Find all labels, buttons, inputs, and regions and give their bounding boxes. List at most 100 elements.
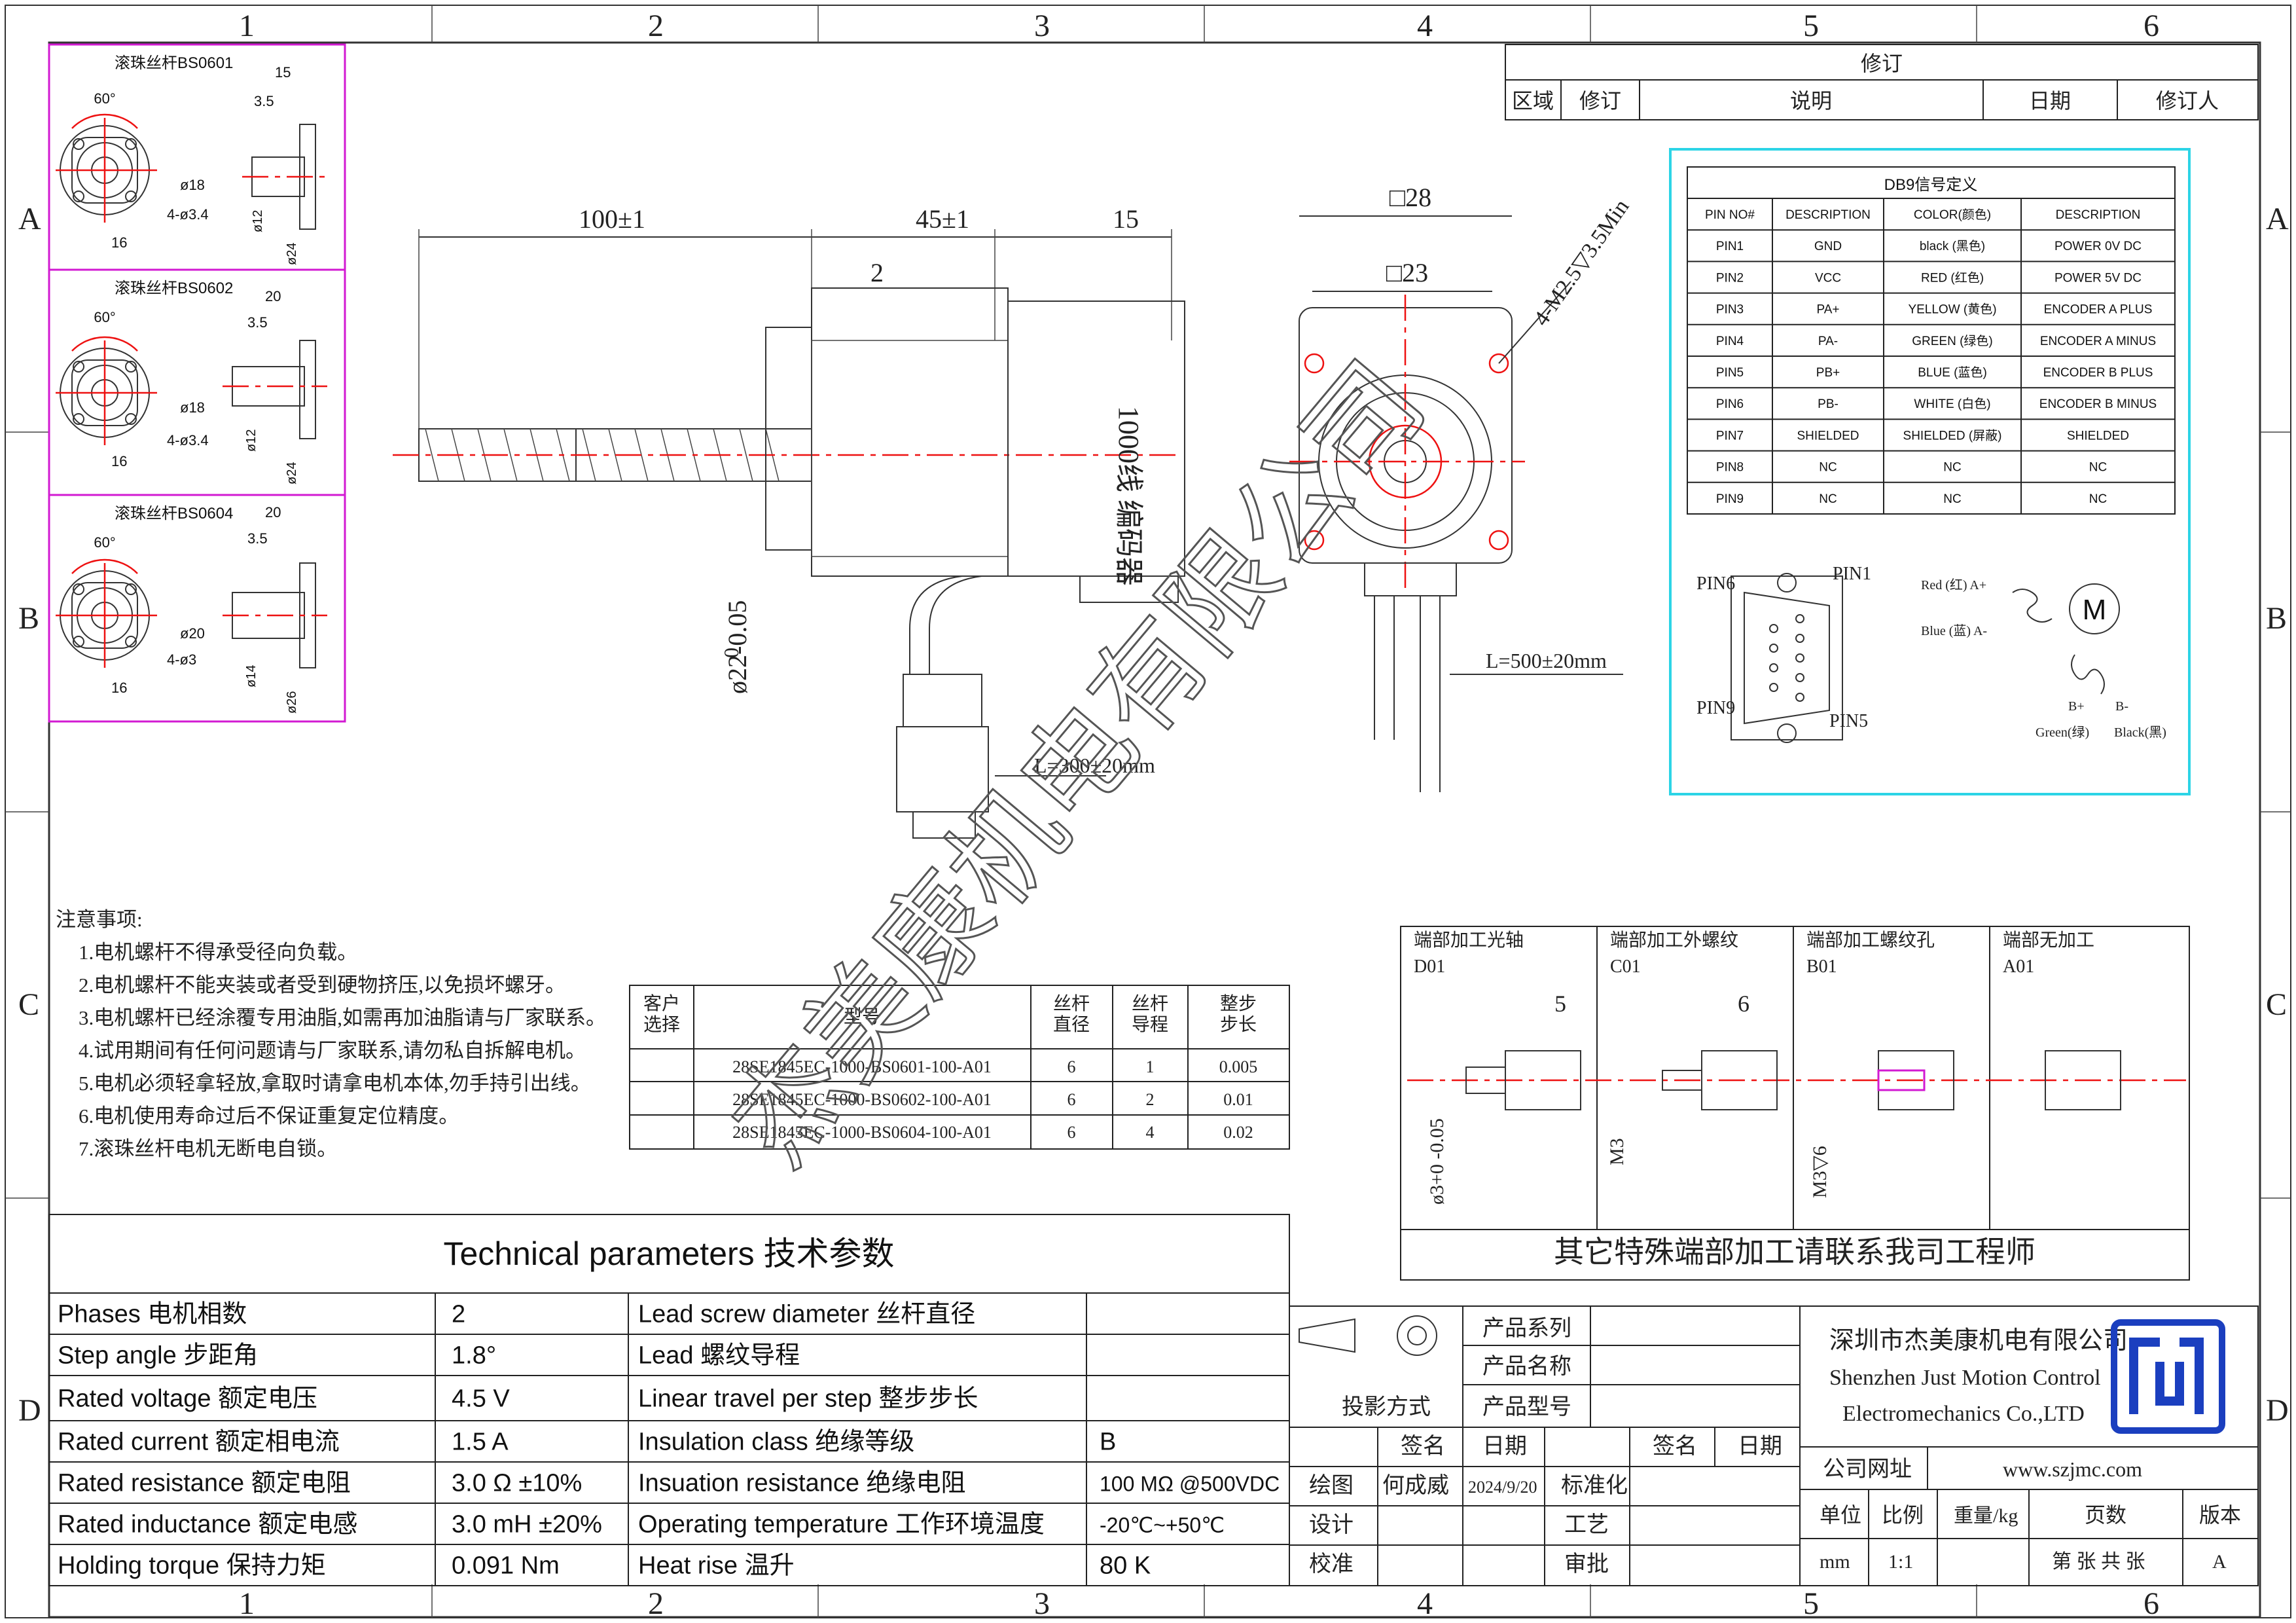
variant-angle: 60° (94, 309, 115, 325)
end-machining-footer: 其它特殊端部加工请联系我司工程师 (1554, 1235, 2036, 1269)
db9-cell: POWER 0V DC (2054, 240, 2142, 253)
db9-cell: black (黑色) (1920, 239, 1985, 253)
note-item: 2.电机螺杆不能夹装或者受到硬物挤压,以免损坏螺牙。 (79, 974, 565, 996)
tb-scale-value: 1:1 (1888, 1551, 1913, 1573)
tech-param-label: Heat rise 温升 (638, 1552, 795, 1580)
note-item: 1.电机螺杆不得承受径向负载。 (79, 941, 357, 964)
row-label-right: C (2266, 987, 2287, 1022)
motor-a-plus: Red (红) A+ (1921, 577, 1986, 593)
model-cell: 6 (1067, 1090, 1076, 1109)
tech-param-value: 3.0 mH ±20% (452, 1511, 602, 1539)
model-cell: 6 (1067, 1123, 1076, 1142)
db9-cell: PIN6 (1716, 397, 1744, 411)
tech-title: Technical parameters 技术参数 (443, 1235, 894, 1272)
variant-dim: ø14 (244, 665, 259, 687)
db9-cell: PIN3 (1716, 303, 1744, 317)
variant-dim: 4-ø3.4 (167, 206, 209, 223)
dim-body-length: 45±1 (916, 204, 969, 234)
ballscrew-variant-bs0604: 滚珠丝杆BS0604 60° 20 3.5 ø20 4-ø3 16 ø14 ø2… (48, 494, 346, 723)
db9-cell: PA- (1818, 335, 1838, 348)
row-label-left: B (18, 601, 39, 636)
tech-param-label: Rated resistance 额定电阻 (58, 1470, 351, 1497)
mounting-holes-callout: 4-M2.5▽3.5Min (1529, 195, 1634, 331)
db9-header: DESCRIPTION (1785, 208, 1871, 222)
db9-cell: ENCODER B MINUS (2039, 397, 2157, 411)
tech-param-label: Holding torque 保持力矩 (58, 1552, 326, 1580)
end-machining-panel: 端部加工光轴 D01 端部加工外螺纹 C01 端部加工螺纹孔 B01 端部无加工… (1400, 926, 2190, 1281)
tb-version-value: A (2212, 1551, 2227, 1573)
tb-scale: 比例 (1882, 1503, 1924, 1527)
motor-b-plus: B+ (2068, 699, 2085, 714)
end-dim: ø3+0 -0.05 (1426, 1118, 1448, 1205)
end-type-code: A01 (2003, 957, 2034, 977)
revision-title: 修订 (1861, 52, 1903, 75)
watermark: 杰美康机电有限公司 (707, 338, 1450, 1189)
end-dim: 6 (1738, 991, 1749, 1017)
db9-cell: ENCODER B PLUS (2043, 366, 2153, 380)
tech-param-label: Lead 螺纹导程 (638, 1342, 800, 1370)
col-label-top: 4 (1417, 9, 1433, 43)
pin-label: PIN9 (1696, 698, 1735, 718)
tech-param-label: Operating temperature 工作环境温度 (638, 1511, 1045, 1539)
model-cell: 2 (1146, 1090, 1155, 1109)
motor-a-minus: Blue (蓝) A- (1921, 623, 1987, 638)
row-label-left: C (18, 987, 39, 1022)
tb-standard: 标准化 (1561, 1473, 1628, 1498)
model-cell: 28SE1845EC-1000-BS0604-100-A01 (732, 1123, 992, 1142)
pin-label: PIN6 (1696, 574, 1735, 594)
tb-drawn-by: 何成威 (1382, 1473, 1449, 1498)
tech-param-value: 80 K (1100, 1552, 1151, 1580)
ballscrew-variant-bs0601: 滚珠丝杆BS0601 60° 15 3.5 ø18 4-ø3.4 16 ø12 … (48, 43, 346, 271)
db9-cell: PIN1 (1716, 240, 1744, 253)
tech-param-value: B (1100, 1429, 1116, 1456)
db9-cell: WHITE (白色) (1914, 397, 1990, 411)
tb-unit: 单位 (1820, 1503, 1861, 1527)
db9-cell: NC (1819, 461, 1837, 475)
model-table: 客户选择 型号 丝杆直径 丝杆导程 整步步长 28SE1845EC-1000-B… (629, 985, 1290, 1150)
db9-cell: NC (1943, 492, 1961, 506)
col-label-bottom: 6 (2144, 1586, 2159, 1621)
cable-length: L=300±20mm (1034, 754, 1155, 777)
row-label-right: D (2266, 1393, 2289, 1428)
model-cell: 28SE1845EC-1000-BS0602-100-A01 (732, 1090, 992, 1109)
shaft-diameter: ø22-0.05 (723, 600, 752, 694)
db9-cell: PB- (1818, 397, 1839, 411)
db9-cell: SHIELDED (1797, 429, 1859, 443)
motor-side-view: 100±1 45±1 15 2 1000线 编码器 ø22-0.05 0 L=3… (393, 204, 1185, 839)
revision-table: 修订 区域 修订 说明 日期 修订人 (1505, 44, 2259, 120)
db9-cell: PIN2 (1716, 271, 1744, 285)
tech-param-label: Step angle 步距角 (58, 1342, 258, 1370)
row-label-right: B (2266, 601, 2287, 636)
variant-dim: ø26 (285, 691, 299, 714)
db9-cell: PIN7 (1716, 429, 1744, 443)
col-label-top: 3 (1034, 9, 1050, 43)
col-label-top: 6 (2144, 9, 2159, 43)
grid-labels: 1 2 3 4 5 6 1 2 3 4 5 6 A B C D A B C D (18, 9, 2289, 1621)
shaft-tolerance-upper: 0 (719, 647, 743, 658)
model-cell: 28SE1845EC-1000-BS0601-100-A01 (732, 1057, 992, 1076)
tech-param-label: Lead screw diameter 丝杆直径 (638, 1301, 975, 1328)
variant-dim: ø12 (251, 210, 265, 232)
motor-black: Black(黑) (2114, 725, 2166, 740)
db9-cell: GREEN (绿色) (1912, 334, 1993, 348)
variant-dim: 16 (111, 234, 127, 251)
row-label-right: A (2266, 202, 2289, 236)
db9-cell: PIN4 (1716, 335, 1744, 348)
tech-param-value: -20℃~+50℃ (1100, 1514, 1225, 1537)
col-label-top: 5 (1803, 9, 1819, 43)
db9-cell: VCC (1815, 271, 1841, 285)
model-cell: 0.02 (1223, 1123, 1253, 1142)
tech-param-label: Insulation class 绝缘等级 (638, 1429, 914, 1456)
pin-label: PIN1 (1833, 564, 1871, 584)
company-cn: 深圳市杰美康机电有限公司 (1829, 1327, 2128, 1355)
tb-date-2: 日期 (1738, 1434, 1782, 1459)
tech-param-value: 1.8° (452, 1342, 496, 1370)
tb-approve: 审批 (1564, 1552, 1609, 1577)
tb-sign: 签名 (1401, 1434, 1445, 1459)
note-item: 3.电机螺杆已经涂覆专用油脂,如需再加油脂请与厂家联系。 (79, 1006, 606, 1029)
grid-ticks (5, 5, 2291, 1618)
db9-cell: PIN9 (1716, 492, 1744, 506)
